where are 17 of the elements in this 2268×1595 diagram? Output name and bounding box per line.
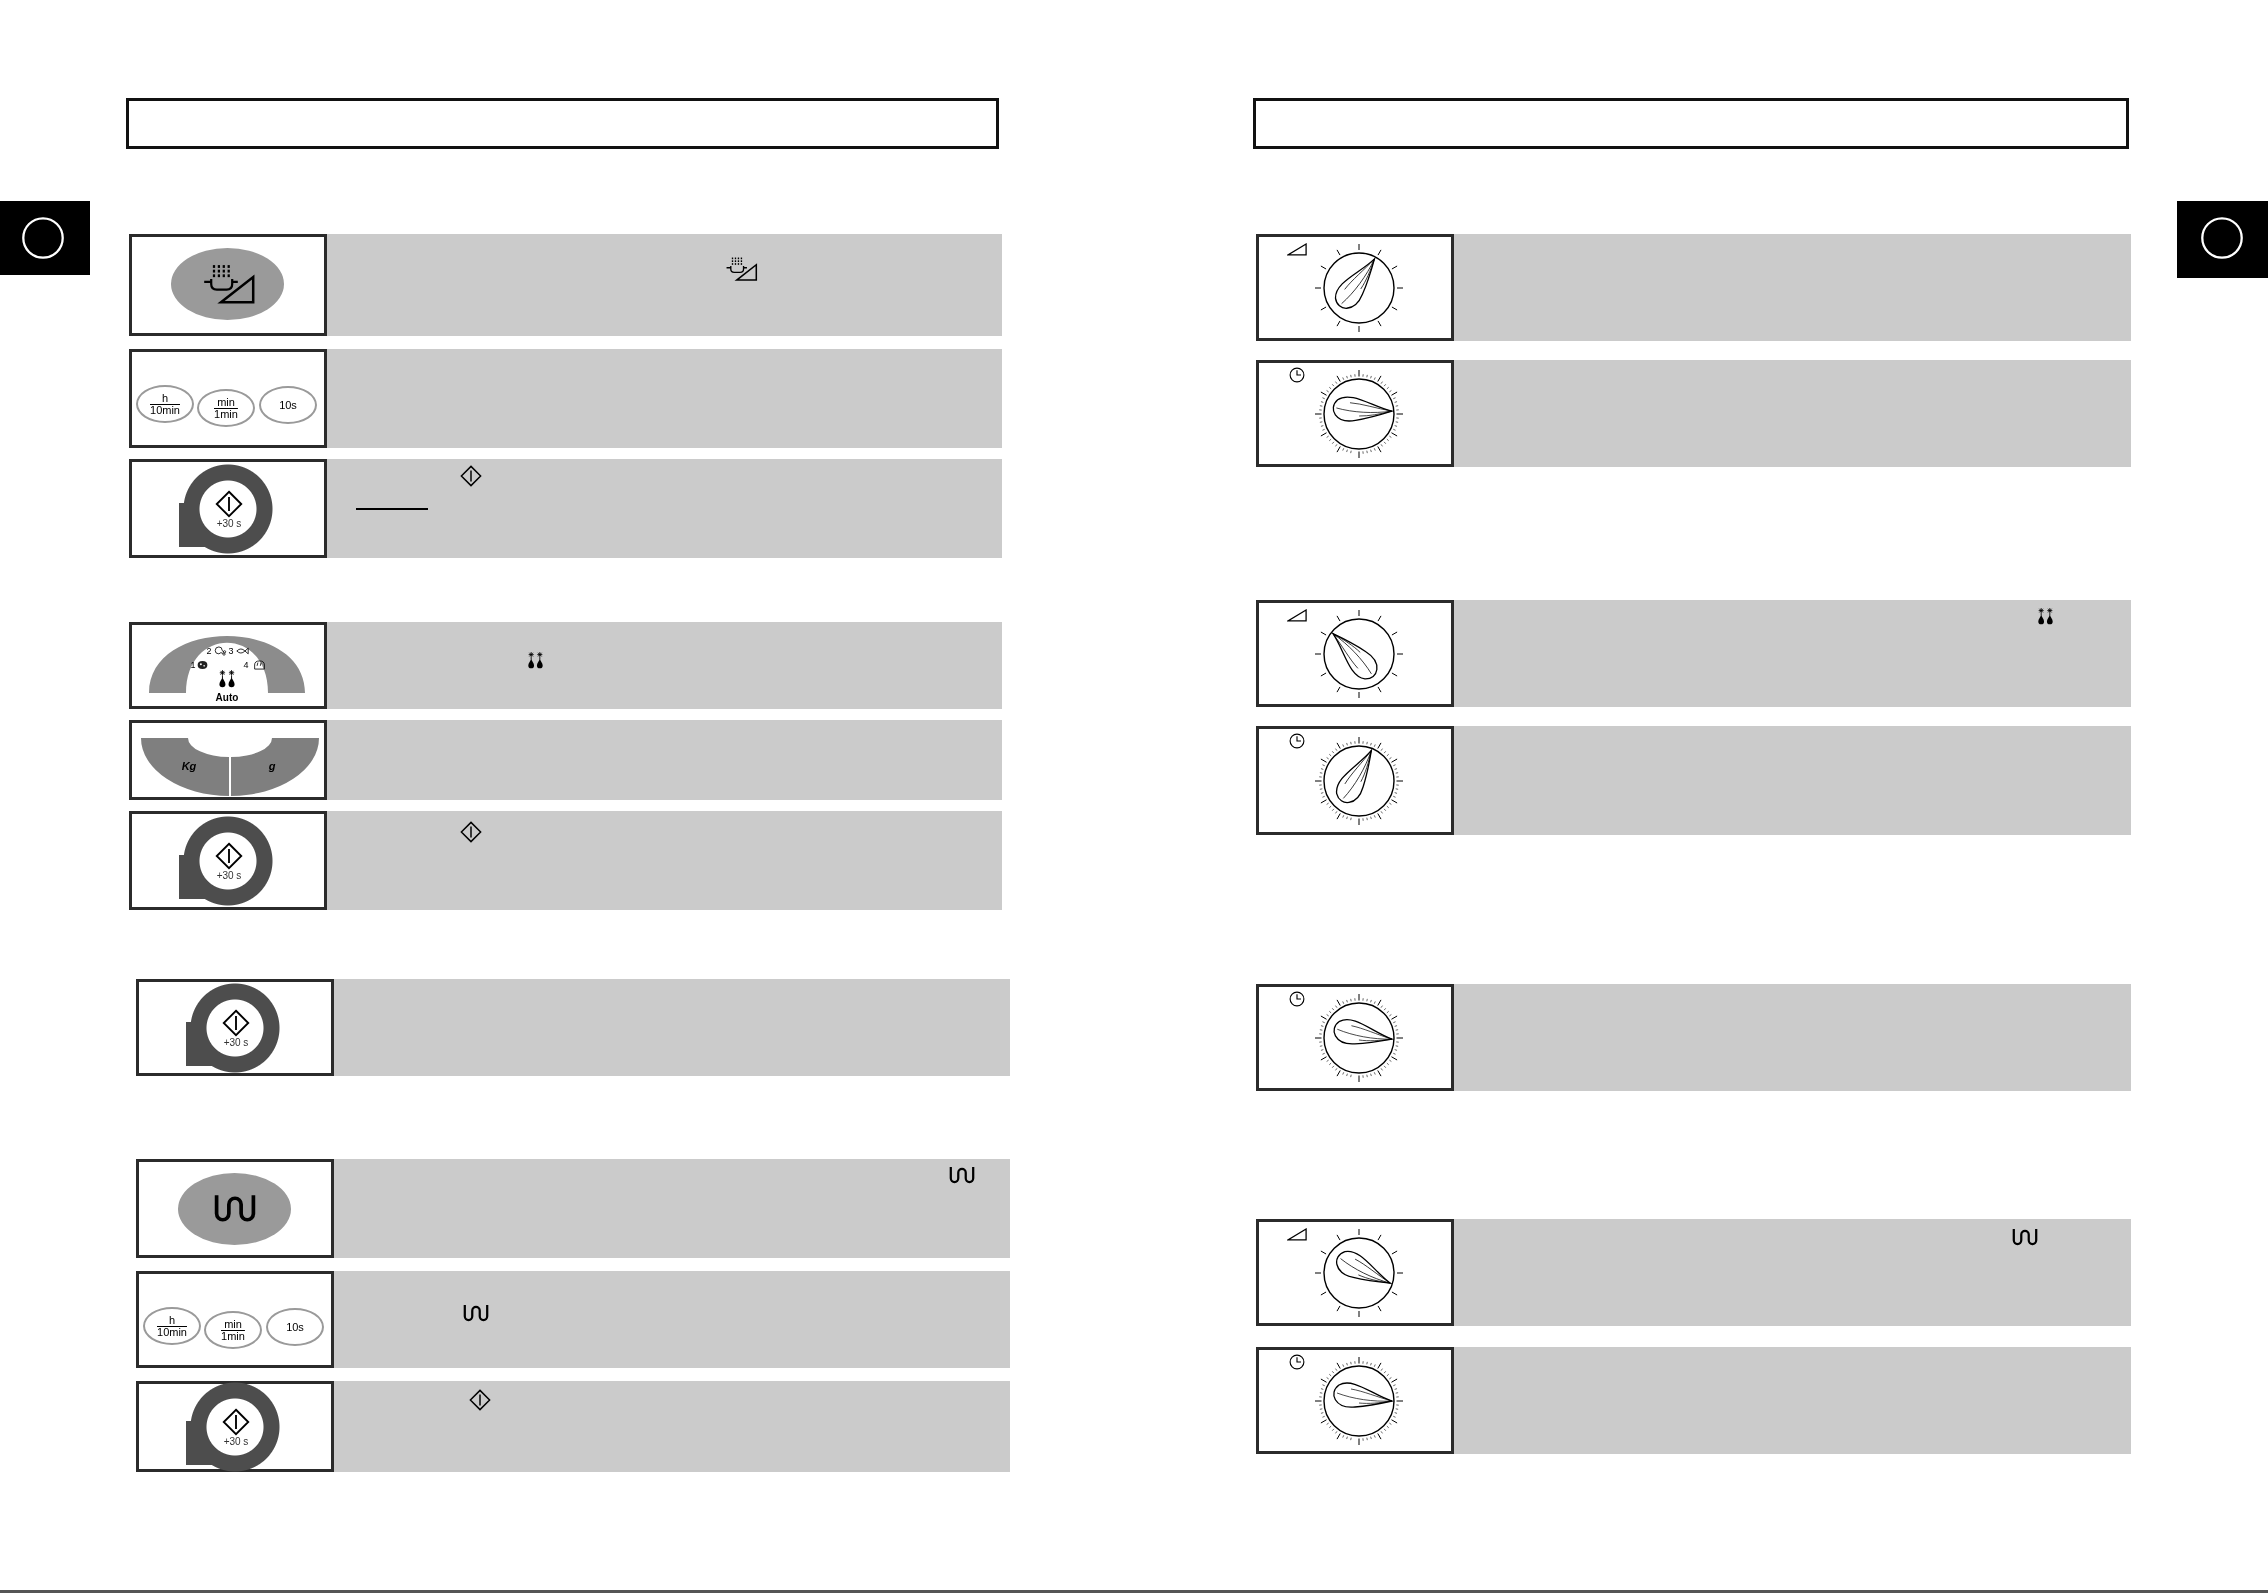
option-number: 2 <box>206 646 212 656</box>
time-key: min 1min <box>197 389 255 427</box>
option-number: 4 <box>243 660 249 670</box>
time-key: h 10min <box>136 385 194 423</box>
auto-label: Auto <box>215 691 239 703</box>
time-key: 10s <box>259 386 317 424</box>
time-key: min 1min <box>204 1311 262 1349</box>
unit-key: Kg <box>141 738 229 796</box>
time-key: 10s <box>266 1308 324 1346</box>
option-number: 3 <box>228 646 234 656</box>
start-key: +30 s <box>183 982 281 1074</box>
start-key: +30 s <box>176 815 274 907</box>
start-key: +30 s <box>176 463 274 555</box>
time-key: h 10min <box>143 1307 201 1345</box>
unit-key: g <box>231 738 319 796</box>
start-key: +30 s <box>183 1381 281 1473</box>
option-number: 1 <box>190 660 196 670</box>
